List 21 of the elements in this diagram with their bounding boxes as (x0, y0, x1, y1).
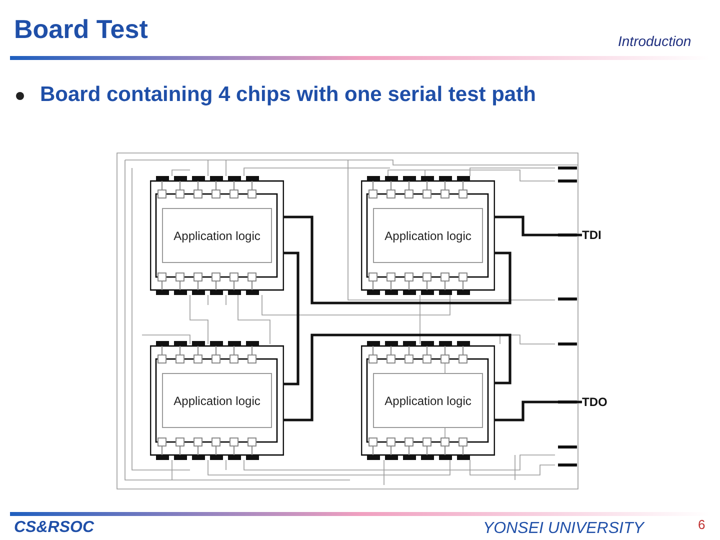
logic-block: Application logic (162, 373, 272, 428)
page-number: 6 (698, 517, 706, 532)
section-label: Introduction (618, 33, 692, 49)
logic-block: Application logic (373, 373, 483, 428)
signal-name: TDI (582, 228, 602, 242)
chip-outline (361, 176, 495, 295)
signal-name: TDO (582, 395, 608, 409)
bullet-text: Board containing 4 chips with one serial test path (40, 83, 536, 107)
chip-outline (361, 341, 495, 460)
wire (284, 216, 512, 304)
logic-block: Application logic (373, 208, 483, 263)
logic-block: Application logic (162, 208, 272, 263)
footer-text: CS&RSOC (14, 519, 94, 537)
chip-outline (150, 176, 284, 295)
wire (284, 334, 512, 422)
footer-text: YONSEI UNIVERSITY (483, 520, 644, 538)
wire (495, 216, 582, 236)
wire (495, 400, 582, 422)
slide-title: Board Test (14, 14, 148, 45)
chip-outline (150, 341, 284, 460)
wire (284, 252, 300, 386)
